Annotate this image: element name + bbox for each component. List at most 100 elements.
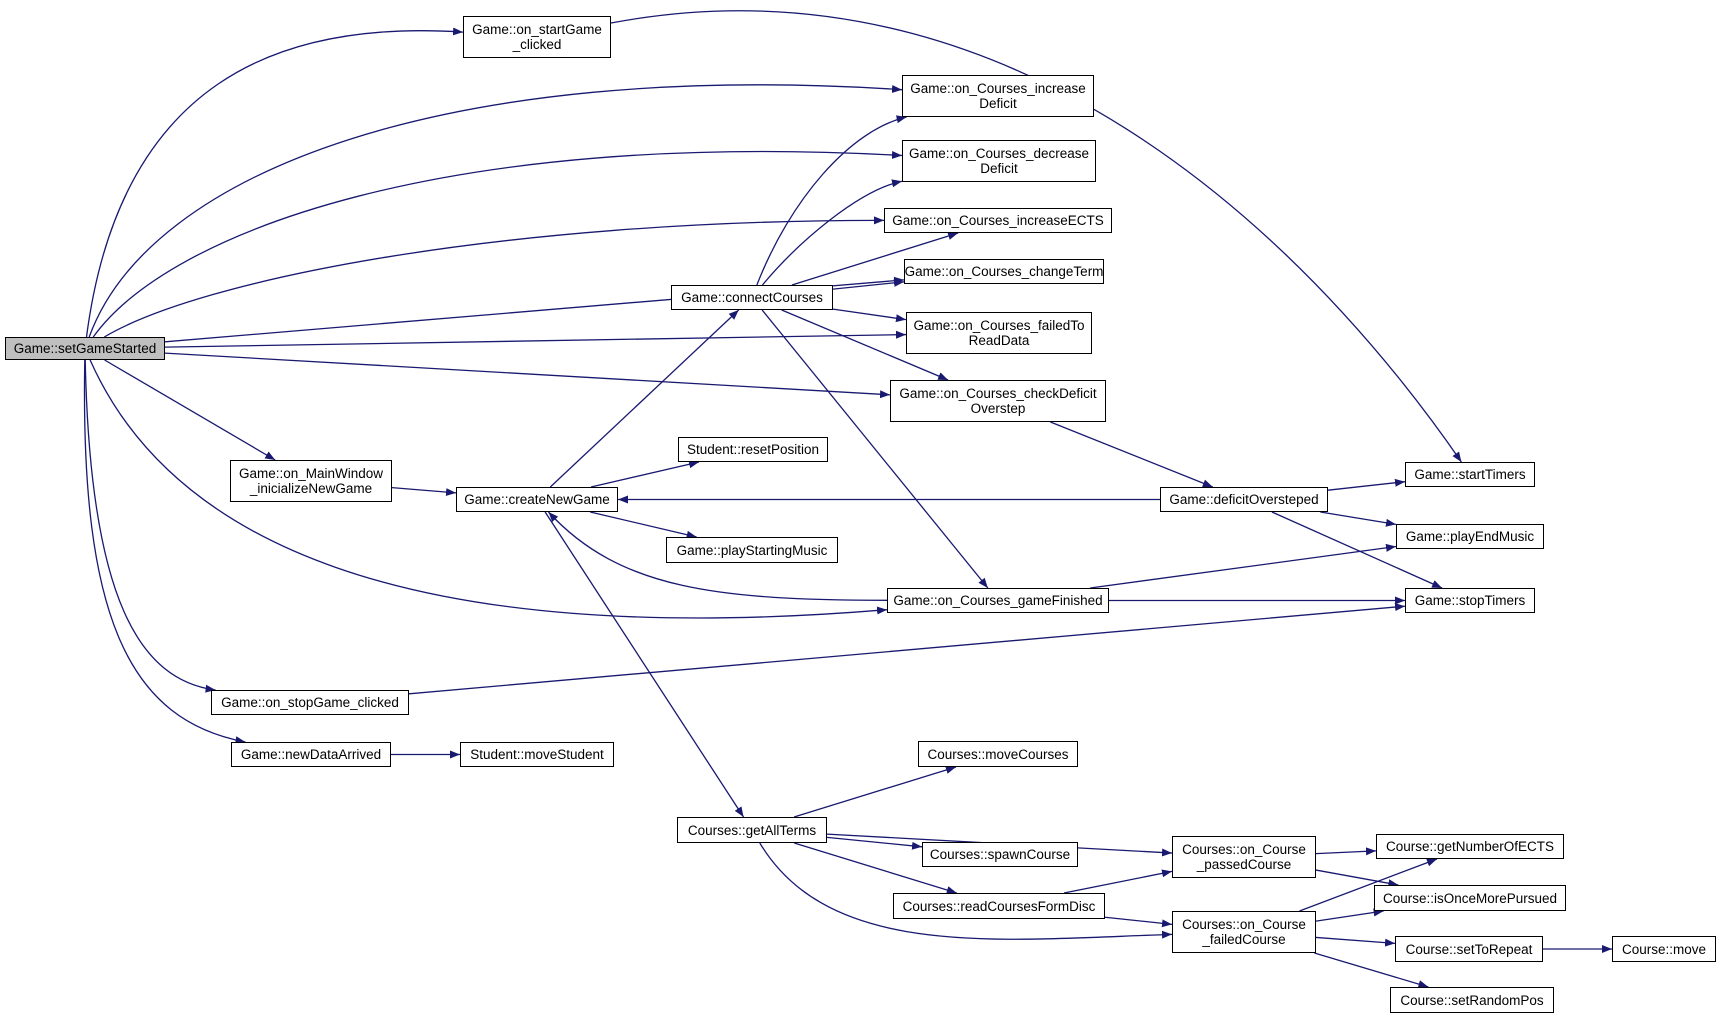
edge-stopGameClicked-to-stopTimers — [408, 603, 1406, 695]
node-label: Game::on_Courses_failedTo — [913, 318, 1085, 333]
edge-failedCourse-to-isOnceMorePursued — [1315, 908, 1384, 922]
node-label: Courses::on_Course — [1182, 842, 1306, 857]
edge-createNewGame-to-resetPosition — [590, 460, 700, 488]
node-label: Game::on_Courses_decrease — [908, 146, 1090, 161]
node-label: Deficit — [979, 96, 1017, 111]
node-label: Game::connectCourses — [681, 290, 823, 305]
node-passedCourse[interactable]: Courses::on_Course_passedCourse — [1172, 836, 1316, 878]
edge-deficitOversteped-to-startTimers — [1327, 478, 1406, 491]
node-stopTimers[interactable]: Game::stopTimers — [1405, 588, 1535, 613]
node-playStartingMusic[interactable]: Game::playStartingMusic — [666, 537, 838, 563]
edge-setGameStarted-to-mainWindowInit — [104, 359, 276, 461]
node-label: Courses::readCoursesFormDisc — [902, 898, 1096, 914]
node-label: Course::getNumberOfECTS — [1385, 839, 1555, 854]
edge-createNewGame-to-connectCourses — [549, 309, 740, 488]
node-moveCourses[interactable]: Courses::moveCourses — [918, 741, 1078, 767]
node-label: Game::on_stopGame_clicked — [221, 695, 399, 710]
node-getAllTerms[interactable]: Courses::getAllTerms — [677, 817, 827, 843]
node-label: Game::playStartingMusic — [676, 542, 828, 558]
node-label: Courses::spawnCourse — [929, 847, 1071, 862]
node-label: _clicked — [512, 37, 562, 52]
node-deficitOversteped[interactable]: Game::deficitOversteped — [1160, 487, 1328, 512]
node-label: Game::on_Courses_increase — [910, 81, 1086, 96]
node-failedCourse[interactable]: Courses::on_Course_failedCourse — [1172, 911, 1316, 953]
edge-setGameStarted-to-newDataArrived — [83, 359, 246, 745]
node-label: Game::on_Courses_checkDeficit — [899, 386, 1097, 401]
node-mainWindowInit[interactable]: Game::on_MainWindow_inicializeNewGame — [230, 460, 392, 502]
edge-setGameStarted-to-increaseECTS — [103, 216, 885, 338]
edge-connectCourses-to-checkDeficitOverstep — [781, 309, 949, 381]
node-label: ReadData — [968, 333, 1030, 348]
edge-getAllTerms-to-moveCourses — [793, 766, 957, 818]
node-connectCourses[interactable]: Game::connectCourses — [671, 285, 833, 310]
node-label: Game::on_Courses_changeTerm — [904, 264, 1104, 279]
edge-connectCourses-to-failedToReadData — [832, 308, 907, 323]
edge-connectCourses-to-gameFinished — [761, 309, 989, 589]
edge-setGameStarted-to-stopGameClicked — [84, 359, 216, 693]
edge-checkDeficitOverstep-to-deficitOversteped — [1050, 421, 1214, 488]
node-setRandomPos[interactable]: Course::setRandomPos — [1390, 987, 1554, 1013]
edge-setGameStarted-to-decreaseDeficit — [92, 150, 903, 338]
edge-getAllTerms-to-readCoursesFormDisc — [794, 842, 957, 894]
edge-setGameStarted-to-startGameClicked — [85, 27, 464, 338]
edge-createNewGame-to-playStartingMusic — [590, 511, 697, 539]
node-label: Student::resetPosition — [686, 442, 820, 457]
node-startGameClicked[interactable]: Game::on_startGame_clicked — [463, 16, 611, 58]
node-label: Game::on_Courses_increaseECTS — [892, 213, 1104, 228]
node-label: Courses::getAllTerms — [687, 822, 817, 838]
node-label: Courses::on_Course — [1182, 917, 1306, 932]
edge-connectCourses-to-decreaseDeficit — [761, 179, 903, 286]
node-getNumberOfECTS[interactable]: Course::getNumberOfECTS — [1376, 834, 1564, 859]
edge-passedCourse-to-getNumberOfECTS — [1315, 847, 1377, 856]
edge-readCoursesFormDisc-to-passedCourse — [1063, 869, 1173, 894]
node-newDataArrived[interactable]: Game::newDataArrived — [231, 742, 391, 767]
node-label: Game::on_MainWindow — [238, 466, 384, 481]
edge-failedCourse-to-setToRepeat — [1315, 936, 1396, 947]
edge-gameFinished-to-playEndMusic — [1090, 543, 1397, 589]
node-spawnCourse[interactable]: Courses::spawnCourse — [922, 842, 1078, 867]
node-label: _failedCourse — [1202, 932, 1286, 947]
edge-failedCourse-to-getNumberOfECTS — [1299, 858, 1438, 912]
edge-startGameClicked-to-startTimers — [610, 10, 1462, 463]
node-label: Game::setGameStarted — [13, 341, 157, 356]
edge-connectCourses-to-increaseDeficit — [756, 115, 907, 286]
node-stopGameClicked[interactable]: Game::on_stopGame_clicked — [211, 690, 409, 715]
node-label: Course::isOnceMorePursued — [1382, 890, 1558, 906]
node-move[interactable]: Course::move — [1612, 936, 1716, 962]
node-startTimers[interactable]: Game::startTimers — [1405, 462, 1535, 487]
node-increaseECTS[interactable]: Game::on_Courses_increaseECTS — [884, 208, 1112, 233]
node-label: Game::deficitOversteped — [1169, 492, 1319, 507]
node-label: Game::playEndMusic — [1405, 529, 1535, 544]
node-changeTerm[interactable]: Game::on_Courses_changeTerm — [904, 259, 1104, 284]
edge-getAllTerms-to-failedCourse — [759, 842, 1173, 940]
node-moveStudent[interactable]: Student::moveStudent — [460, 742, 614, 767]
node-isOnceMorePursued[interactable]: Course::isOnceMorePursued — [1374, 885, 1566, 911]
edge-connectCourses-to-increaseECTS — [791, 232, 959, 286]
node-createNewGame[interactable]: Game::createNewGame — [456, 487, 618, 512]
edge-gameFinished-to-createNewGame — [547, 511, 888, 601]
node-label: Deficit — [980, 161, 1018, 176]
edge-mainWindowInit-to-createNewGame — [391, 486, 457, 497]
node-label: Overstep — [970, 401, 1026, 416]
edge-getAllTerms-to-spawnCourse — [826, 836, 923, 850]
node-label: _inicializeNewGame — [249, 481, 373, 496]
node-resetPosition[interactable]: Student::resetPosition — [678, 437, 828, 462]
edge-connectCourses-to-changeTerm — [832, 278, 905, 290]
node-setGameStarted[interactable]: Game::setGameStarted — [5, 337, 165, 360]
edge-deficitOversteped-to-playEndMusic — [1320, 511, 1397, 527]
node-label: Course::setRandomPos — [1400, 992, 1544, 1008]
node-label: Game::stopTimers — [1414, 593, 1526, 608]
node-gameFinished[interactable]: Game::on_Courses_gameFinished — [887, 588, 1109, 613]
node-label: Game::newDataArrived — [240, 747, 382, 762]
node-playEndMusic[interactable]: Game::playEndMusic — [1396, 524, 1544, 549]
node-setToRepeat[interactable]: Course::setToRepeat — [1395, 936, 1543, 962]
node-label: Courses::moveCourses — [927, 746, 1069, 762]
edge-setGameStarted-to-gameFinished — [89, 359, 888, 619]
node-readCoursesFormDisc[interactable]: Courses::readCoursesFormDisc — [893, 893, 1105, 919]
